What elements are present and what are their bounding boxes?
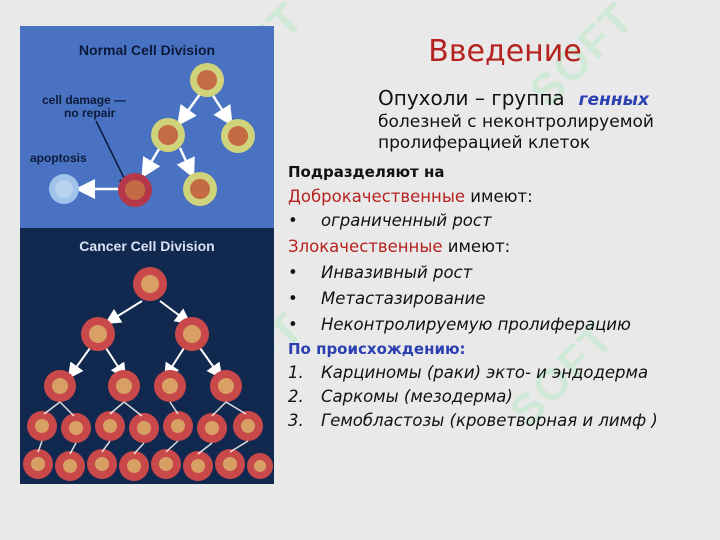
intro-line-1: Опухоли – группа генных [378,86,708,112]
cell-damage-label-line2: no repair [64,106,116,120]
cell-damage-label: cell damage — no repair [42,94,126,120]
origin-heading: По происхождению: [288,340,466,358]
list-number: 3. [288,411,304,430]
normal-cell [49,63,255,207]
intro-line-1-text: Опухоли – группа [378,86,565,110]
bullet-icon: • [288,289,298,308]
list-item: • Метастазирование [288,287,713,311]
malignant-heading: Злокачественные имеют: [288,235,713,259]
list-item: 2. Саркомы (мезодерма) [288,385,713,409]
intro-text: Опухоли – группа генных болезней с неконт… [378,86,708,154]
subdivide-label: Подразделяют на [288,163,445,181]
bullet-icon: • [288,211,298,230]
malignant-rest: имеют: [442,237,511,256]
list-number: 1. [288,363,304,382]
list-item: 3. Гемобластозы (кроветворная и лимф ) [288,409,713,433]
benign-heading: Доброкачественные имеют: [288,185,713,209]
list-item-text: Метастазирование [321,289,486,308]
cell-diagram [23,63,273,481]
intro-line-2: болезней с неконтролируемой [378,112,654,132]
list-item: 1. Карциномы (раки) экто- и эндодерма [288,361,713,385]
normal-division-title: Normal Cell Division [78,42,216,58]
bullet-icon: • [288,263,298,282]
intro-accent: генных [578,90,649,110]
list-item-text: Гемобластозы (кроветворная и лимф ) [321,411,658,430]
cell-division-figure: Normal Cell Division Cancer Cell Divisio… [20,26,274,484]
list-item-text: Неконтролируемую пролиферацию [321,315,631,334]
list-item: • Инвазивный рост [288,261,713,285]
cancer-division-title: Cancer Cell Division [79,238,215,254]
cell-damage-label-line1: cell damage — [42,93,127,107]
classification-list: Подразделяют на Доброкачественные имеют:… [288,163,713,433]
cancer-cells [23,267,273,481]
bullet-icon: • [288,315,298,334]
list-item-text: Саркомы (мезодерма) [321,387,513,406]
list-number: 2. [288,387,304,406]
list-item: • ограниченный рост [288,209,713,233]
benign-term: Доброкачественные [288,187,466,206]
apoptosis-label: apoptosis [30,151,87,165]
list-item: • Неконтролируемую пролиферацию [288,313,713,337]
intro-line-3: пролиферацией клеток [378,133,591,153]
benign-rest: имеют: [465,187,533,206]
slide-title: Введение [428,34,582,69]
list-item-text: ограниченный рост [321,211,492,230]
list-item-text: Инвазивный рост [321,263,473,282]
malignant-term: Злокачественные [288,237,443,256]
list-item-text: Карциномы (раки) экто- и эндодерма [321,363,649,382]
